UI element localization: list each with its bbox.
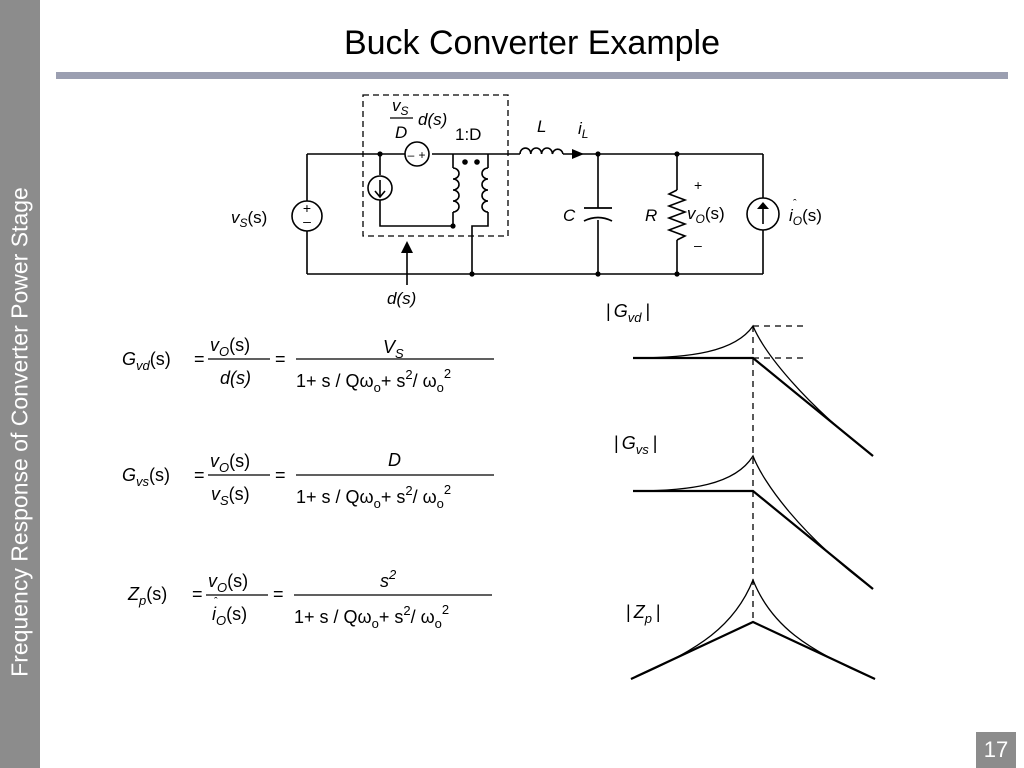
bode-gvd-curve	[632, 324, 874, 457]
output-plus: +	[694, 177, 702, 193]
eq3-lhs: Zp(s)	[127, 584, 167, 608]
source-plus: +	[303, 200, 311, 216]
bode-gvs: |Gvs|	[614, 433, 874, 590]
series-source-plus: +	[418, 148, 425, 162]
vs-over-d-ds: d(s)	[418, 110, 447, 129]
eq2-equals-2: =	[275, 465, 286, 485]
junction-dots	[377, 151, 680, 277]
eq2-lhs: Gvs(s)	[122, 465, 170, 489]
bode-sketches: |Gvd| |Gvs| |Zp|	[606, 301, 876, 680]
page-number: 17	[976, 732, 1016, 768]
vs-over-d-numerator: vS	[392, 96, 409, 118]
eq3-equals-2: =	[273, 584, 284, 604]
eq1-num1: vO(s)	[210, 335, 250, 359]
inductor-label: L	[537, 117, 546, 136]
equation-gvd: Gvd(s) = vO(s) d(s) = VS 1+ s / Qωo+ s2/…	[122, 335, 494, 395]
eq2-num1: vO(s)	[210, 451, 250, 475]
current-arrow-icon	[572, 149, 584, 159]
eq3-equals-1: =	[192, 584, 203, 604]
transformer-ratio: 1:D	[455, 125, 481, 144]
sidebar: Frequency Response of Converter Power St…	[0, 0, 40, 768]
load-source-hat: ˆ	[793, 198, 797, 210]
bode-gvd-guides	[753, 325, 803, 359]
eq3-den1: iO(s)	[212, 604, 247, 628]
eq1-num2: VS	[383, 337, 404, 361]
output-voltage-label: vO(s)	[687, 204, 725, 226]
eq3-hat: ˆ	[214, 596, 218, 608]
bode-gvs-label: |Gvs|	[614, 433, 657, 457]
bode-gvd-label: |Gvd|	[606, 301, 650, 325]
eq3-num1: vO(s)	[208, 571, 248, 595]
resistor-icon	[666, 189, 688, 241]
source-label: vS(s)	[231, 208, 267, 230]
duty-label: d(s)	[387, 289, 416, 308]
current-source-icon	[367, 175, 393, 201]
eq2-equals-1: =	[194, 465, 205, 485]
vs-over-d-denominator: D	[395, 123, 407, 142]
capacitor-icon	[583, 207, 613, 222]
series-voltage-source-icon: – +	[404, 141, 430, 167]
transformer-dot-left	[462, 159, 468, 165]
eq1-equals-2: =	[275, 349, 286, 369]
title-divider	[56, 72, 1008, 79]
equations: Gvd(s) = vO(s) d(s) = VS 1+ s / Qωo+ s2/…	[122, 335, 494, 631]
duty-arrow-icon	[401, 241, 413, 253]
eq1-den1: d(s)	[220, 368, 251, 388]
eq2-den2: 1+ s / Qωo+ s2/ ωo2	[296, 482, 451, 511]
resistor-label: R	[645, 206, 657, 225]
bode-zp-label: |Zp|	[626, 602, 661, 626]
inductor-icon	[519, 147, 564, 155]
bode-gvs-curve	[632, 454, 874, 590]
output-minus: –	[694, 237, 702, 253]
eq2-num2: D	[388, 450, 401, 470]
eq3-den2: 1+ s / Qωo+ s2/ ωo2	[294, 602, 449, 631]
eq1-den2: 1+ s / Qωo+ s2/ ωo2	[296, 366, 451, 395]
eq1-lhs: Gvd(s)	[122, 349, 171, 373]
voltage-source-icon: + –	[291, 200, 323, 232]
capacitor-label: C	[563, 206, 576, 225]
eq2-den1: vS(s)	[211, 484, 250, 508]
load-current-source-icon	[746, 197, 780, 231]
transformer-wires	[452, 154, 489, 274]
current-label: iL	[578, 119, 588, 141]
dependent-source-box	[362, 94, 509, 237]
bode-zp-curve	[630, 578, 876, 680]
eq1-equals-1: =	[194, 349, 205, 369]
source-minus: –	[303, 213, 311, 229]
equation-zp: Zp(s) = vO(s) iO(s) ˆ = s2 1+ s / Qωo+ s…	[127, 567, 492, 631]
bode-zp-asymptote	[630, 620, 876, 680]
equation-gvs: Gvs(s) = vO(s) vS(s) = D 1+ s / Qωo+ s2/…	[122, 450, 494, 511]
current-source-wires	[379, 154, 453, 227]
transformer-dot-right	[474, 159, 480, 165]
bode-zp: |Zp|	[626, 578, 876, 680]
transformer-icon	[452, 167, 489, 213]
eq3-num2: s2	[380, 567, 397, 591]
load-source-label: iO(s)	[789, 206, 822, 228]
slide-title: Buck Converter Example	[343, 24, 721, 62]
series-source-minus: –	[408, 148, 415, 162]
bode-gvd: |Gvd|	[606, 301, 874, 457]
